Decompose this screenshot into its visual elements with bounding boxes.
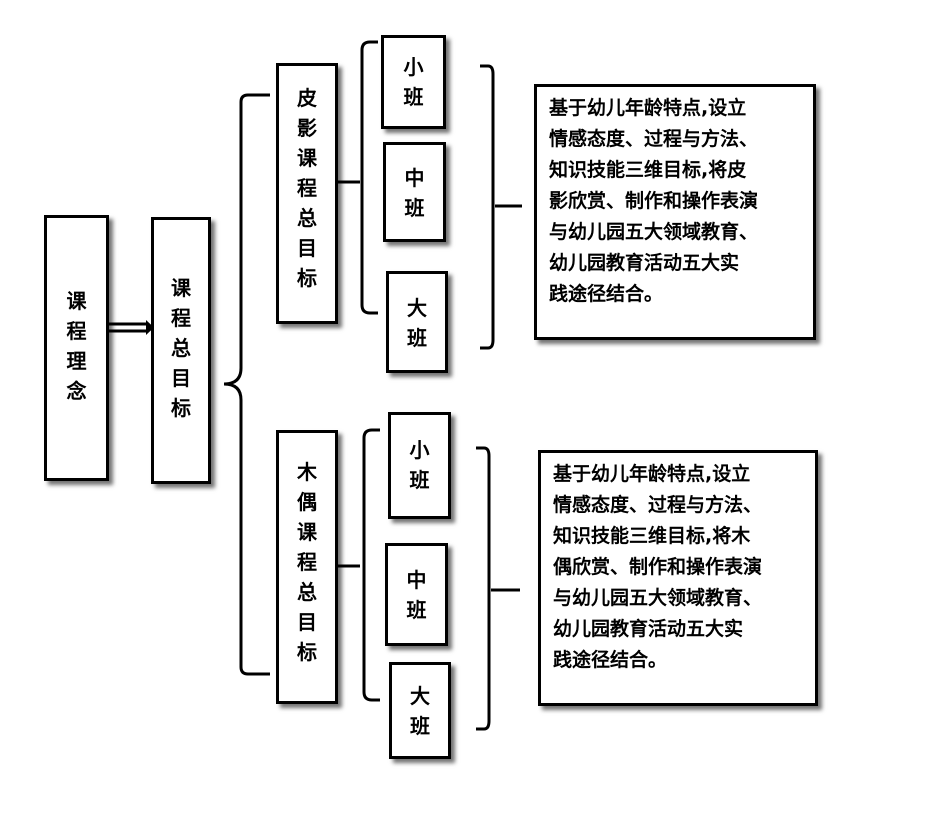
- bottom-right-bracket: [476, 446, 491, 731]
- bottom-class-middle: 中 班: [385, 543, 448, 646]
- double-arrow-head: [146, 320, 154, 335]
- top-class-small: 小 班: [381, 35, 446, 129]
- shadow-puppet-goal-label: 皮 影 课 程 总 目 标: [297, 86, 317, 290]
- root-label: 课 程 理 念: [66, 289, 87, 403]
- bottom-class-middle-label: 中 班: [406, 568, 427, 622]
- top-class-large: 大 班: [386, 271, 448, 373]
- top-class-middle-label: 中 班: [404, 166, 425, 220]
- bottom-description-text: 基于幼儿年龄特点,设立 情感态度、过程与方法、 知识技能三维目标,将木 偶欣赏、…: [553, 463, 763, 671]
- top-class-small-label: 小 班: [403, 55, 424, 109]
- bottom-class-large: 大 班: [389, 662, 451, 759]
- top-description-text: 基于幼儿年龄特点,设立 情感态度、过程与方法、 知识技能三维目标,将皮 影欣赏、…: [549, 97, 759, 305]
- top-class-middle: 中 班: [383, 142, 446, 242]
- bottom-class-large-label: 大 班: [410, 684, 430, 738]
- top-class-brace: [360, 40, 378, 315]
- bottom-class-small-label: 小 班: [409, 438, 430, 492]
- root-node: 课 程 理 念: [44, 215, 109, 481]
- puppet-goal-label: 木 偶 课 程 总 目 标: [297, 460, 317, 664]
- overall-goal-label: 课 程 总 目 标: [171, 276, 191, 420]
- main-brace: [223, 93, 270, 676]
- puppet-goal-node: 木 偶 课 程 总 目 标: [276, 430, 338, 704]
- top-right-bracket: [480, 64, 495, 350]
- bottom-description-box: 基于幼儿年龄特点,设立 情感态度、过程与方法、 知识技能三维目标,将木 偶欣赏、…: [538, 450, 818, 706]
- shadow-puppet-goal-node: 皮 影 课 程 总 目 标: [276, 63, 338, 324]
- bottom-class-small: 小 班: [388, 412, 451, 519]
- top-description-box: 基于幼儿年龄特点,设立 情感态度、过程与方法、 知识技能三维目标,将皮 影欣赏、…: [534, 84, 816, 340]
- overall-goal-node: 课 程 总 目 标: [151, 217, 211, 484]
- bottom-class-brace: [362, 428, 380, 702]
- top-class-large-label: 大 班: [407, 296, 427, 350]
